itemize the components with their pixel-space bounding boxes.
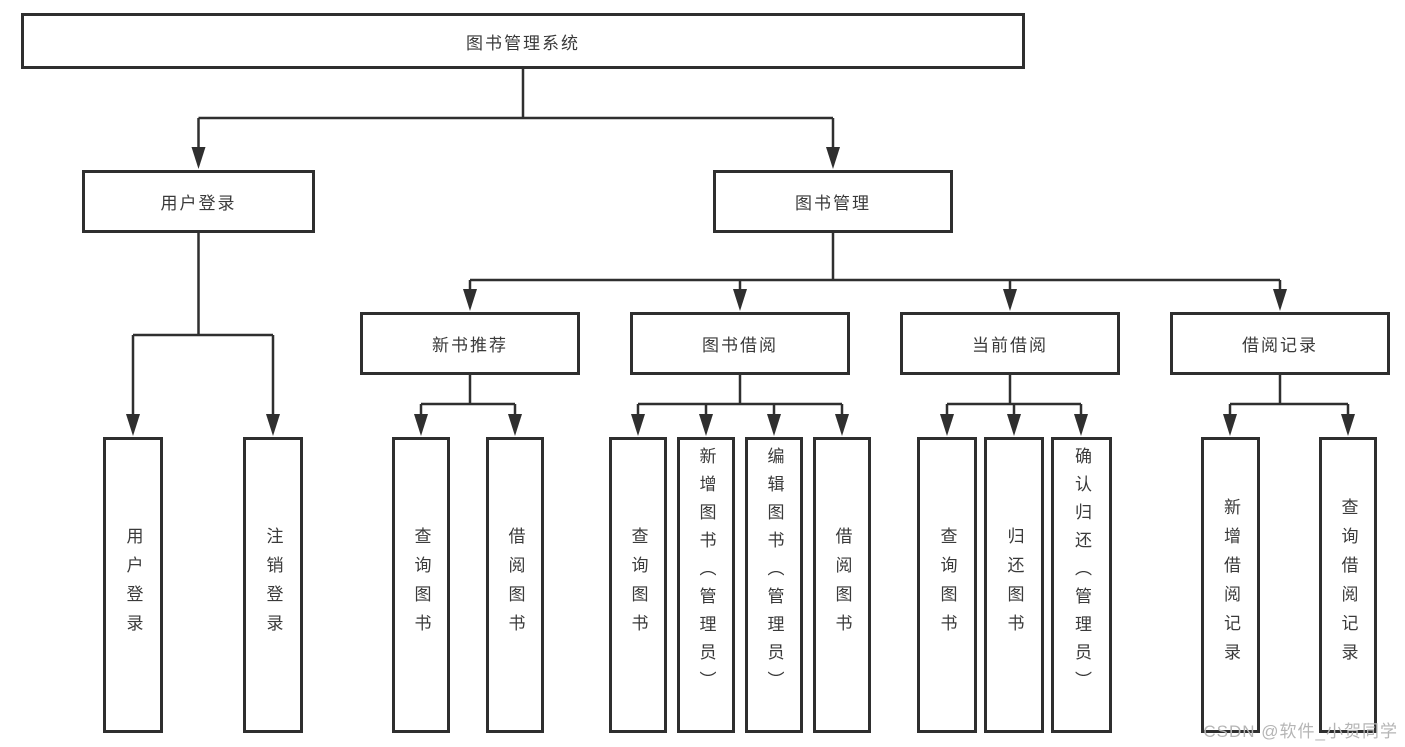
leaf-borrow-books: 借阅图书 bbox=[813, 437, 871, 733]
leaf-return-books-label: 归还图书 bbox=[1004, 527, 1024, 643]
leaf-add-borrow-record-label: 新增借阅记录 bbox=[1221, 498, 1240, 672]
leaf-add-books-admin: 新增图书（管理员） bbox=[677, 437, 735, 733]
node-borrow-records: 借阅记录 bbox=[1170, 312, 1390, 375]
leaf-add-books-admin-label: 新增图书（管理员） bbox=[696, 447, 716, 699]
arrowheads bbox=[126, 147, 1355, 436]
leaf-borrow-books-recommend: 借阅图书 bbox=[486, 437, 544, 733]
csdn-watermark: CSDN @软件_小贺同学 bbox=[1203, 722, 1398, 741]
leaf-query-borrow-record: 查询借阅记录 bbox=[1319, 437, 1377, 733]
leaf-add-borrow-record: 新增借阅记录 bbox=[1201, 437, 1260, 733]
node-book-management: 图书管理 bbox=[713, 170, 953, 233]
leaf-query-books-recommend-label: 查询图书 bbox=[411, 527, 431, 643]
leaf-edit-books-admin-label: 编辑图书（管理员） bbox=[764, 447, 784, 699]
node-library-management-system: 图书管理系统 bbox=[21, 13, 1025, 69]
leaf-query-books-borrow-label: 查询图书 bbox=[628, 527, 648, 643]
leaf-user-login: 用户登录 bbox=[103, 437, 163, 733]
leaf-edit-books-admin: 编辑图书（管理员） bbox=[745, 437, 803, 733]
leaf-user-login-label: 用户登录 bbox=[123, 527, 143, 643]
leaf-query-borrow-record-label: 查询借阅记录 bbox=[1338, 498, 1358, 672]
leaf-logout-label: 注销登录 bbox=[263, 527, 283, 643]
leaf-query-books-borrow: 查询图书 bbox=[609, 437, 667, 733]
node-current-borrow: 当前借阅 bbox=[900, 312, 1120, 375]
leaf-logout: 注销登录 bbox=[243, 437, 303, 733]
leaf-return-books: 归还图书 bbox=[984, 437, 1044, 733]
leaf-query-books-current: 查询图书 bbox=[917, 437, 977, 733]
leaf-confirm-return-admin-label: 确认归还（管理员） bbox=[1072, 447, 1091, 699]
node-new-book-recommend: 新书推荐 bbox=[360, 312, 580, 375]
node-book-borrow: 图书借阅 bbox=[630, 312, 850, 375]
leaf-query-books-recommend: 查询图书 bbox=[392, 437, 450, 733]
leaf-borrow-books-label: 借阅图书 bbox=[832, 527, 852, 643]
leaf-borrow-books-recommend-label: 借阅图书 bbox=[505, 527, 525, 643]
leaf-confirm-return-admin: 确认归还（管理员） bbox=[1051, 437, 1112, 733]
leaf-query-books-current-label: 查询图书 bbox=[937, 527, 957, 643]
node-user-login: 用户登录 bbox=[82, 170, 315, 233]
